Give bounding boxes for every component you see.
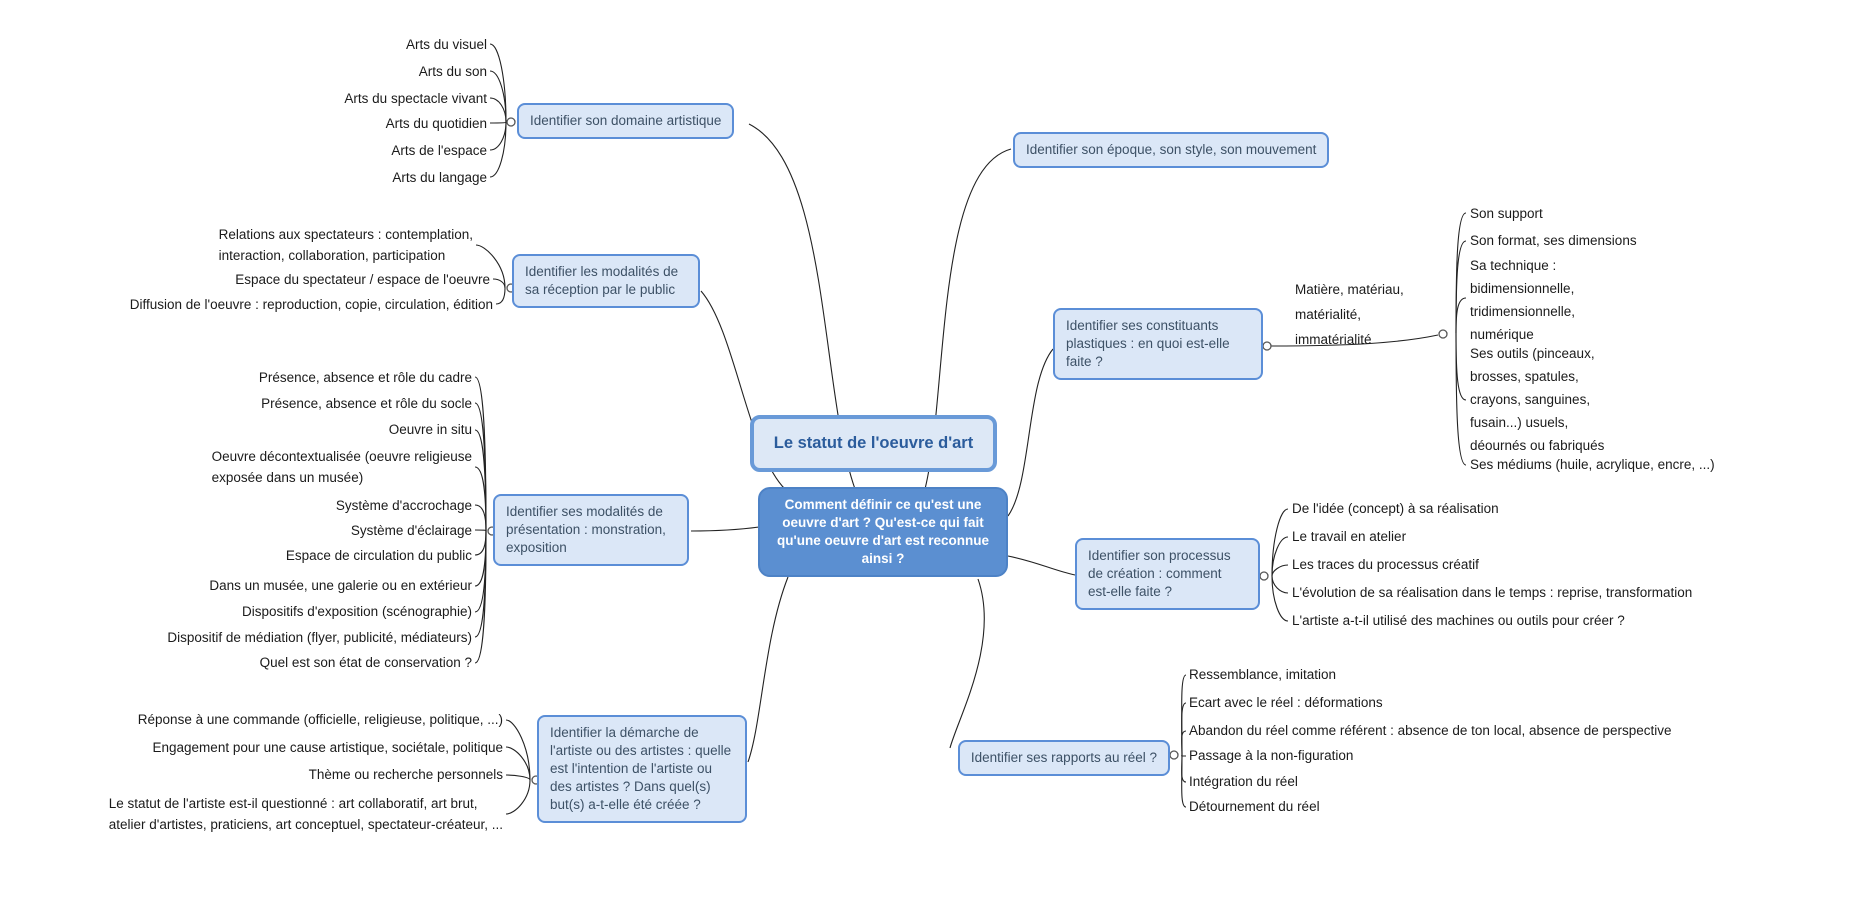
branch-node-domaine[interactable]: Identifier son domaine artistique [517, 103, 735, 139]
root-node-title[interactable]: Le statut de l'oeuvre d'art [750, 415, 997, 472]
leaf-node[interactable]: Détournement du réel [1189, 799, 1320, 814]
leaf-node[interactable]: Système d'accrochage [335, 498, 472, 513]
leaf-node[interactable]: Abandon du réel comme référent : absence… [1189, 723, 1672, 738]
edge-leaf [505, 746, 531, 781]
leaf-node[interactable]: Engagement pour une cause artistique, so… [152, 740, 503, 755]
leaf-node[interactable]: Ses outils (pinceaux, brosses, spatules,… [1470, 346, 1605, 453]
edge-leaf [1181, 730, 1187, 756]
edge-leaf [1271, 564, 1289, 577]
leaf-node[interactable]: L'artiste a-t-il utilisé des machines ou… [1292, 613, 1625, 628]
leaf-node[interactable]: Relations aux spectateurs : contemplatio… [218, 227, 473, 263]
edge-leaf [492, 278, 506, 289]
leaf-node[interactable]: Dans un musée, une galerie ou en extérie… [209, 578, 472, 593]
leaf-node[interactable]: Ecart avec le réel : déformations [1189, 695, 1383, 710]
leaf-node[interactable]: Arts du quotidien [385, 116, 487, 131]
edge-central-reel [949, 578, 985, 749]
edge-leaf [489, 121, 507, 124]
branch-node-reel[interactable]: Identifier ses rapports au réel ? [957, 740, 1170, 776]
branch-node-constituants[interactable]: Identifier ses constituants plastiques :… [1053, 308, 1263, 380]
edge-central-constituants [1007, 348, 1054, 517]
central-question-node[interactable]: Comment définir ce qu'est une oeuvre d'a… [758, 487, 1008, 577]
leaf-node[interactable]: Le statut de l'artiste est-il questionné… [108, 796, 503, 832]
edge-leaf [474, 530, 487, 556]
leaf-node[interactable]: Réponse à une commande (officielle, reli… [137, 712, 503, 727]
leaf-node[interactable]: Son support [1470, 206, 1543, 221]
edge-central-processus [1007, 555, 1076, 576]
leaf-node[interactable]: Oeuvre décontextualisée (oeuvre religieu… [211, 449, 472, 485]
leaf-node[interactable]: L'évolution de sa réalisation dans le te… [1292, 585, 1693, 600]
edge-leaf [489, 121, 507, 178]
leaf-node[interactable]: Le travail en atelier [1292, 529, 1407, 544]
edge-central-presentation [690, 526, 760, 532]
edge-leaf [495, 287, 506, 305]
leaf-node[interactable]: Dispositifs d'exposition (scénographie) [242, 604, 472, 619]
collapse-toggle[interactable] [1438, 329, 1448, 339]
leaf-node[interactable]: Thème ou recherche personnels [308, 767, 503, 782]
leaf-node[interactable]: Arts du langage [392, 170, 487, 185]
edge-leaf [489, 97, 507, 123]
leaf-node[interactable]: Dispositif de médiation (flyer, publicit… [167, 630, 472, 645]
leaf-node[interactable]: Les traces du processus créatif [1292, 557, 1479, 572]
leaf-node[interactable]: Espace de circulation du public [285, 548, 472, 563]
edge-leaf [1181, 754, 1187, 808]
edge-intermediate [1270, 334, 1439, 347]
leaf-node[interactable]: Oeuvre in situ [388, 422, 472, 437]
leaf-node[interactable]: Arts du spectacle vivant [344, 91, 487, 106]
edge-leaf [489, 121, 507, 151]
edge-leaf [475, 244, 506, 289]
branch-node-presentation[interactable]: Identifier ses modalités de présentation… [493, 494, 689, 566]
edge-leaf [474, 530, 487, 664]
edge-leaf [505, 774, 531, 781]
edge-leaf [505, 779, 531, 815]
leaf-node[interactable]: Présence, absence et rôle du cadre [258, 370, 472, 385]
edge-leaf [505, 719, 531, 781]
leaf-node[interactable]: Arts du visuel [405, 37, 487, 52]
edge-leaf [1271, 575, 1289, 594]
edge-leaf [1271, 575, 1289, 622]
edge-leaf [1455, 332, 1467, 466]
edge-leaf [474, 529, 487, 532]
leaf-node[interactable]: Sa technique : bidimensionnelle, tridime… [1470, 258, 1576, 342]
edge-central-demarche [747, 576, 789, 763]
leaf-node[interactable]: De l'idée (concept) à sa réalisation [1292, 501, 1499, 516]
branch-node-processus[interactable]: Identifier son processus de création : c… [1075, 538, 1260, 610]
leaf-node[interactable]: Ressemblance, imitation [1189, 667, 1337, 682]
leaf-node[interactable]: Arts du son [418, 64, 487, 79]
collapse-toggle[interactable] [1262, 341, 1272, 351]
leaf-node[interactable]: Diffusion de l'oeuvre : reproduction, co… [129, 297, 493, 312]
edge-leaf [1455, 332, 1467, 401]
edge-leaf [1455, 297, 1467, 334]
collapse-toggle[interactable] [506, 117, 516, 127]
intermediate-node-matiere[interactable]: Matière, matériau, matérialité, immatéri… [1295, 282, 1404, 347]
collapse-toggle[interactable] [1169, 750, 1179, 760]
branch-node-reception[interactable]: Identifier les modalités de sa réception… [512, 254, 700, 308]
leaf-node[interactable]: Son format, ses dimensions [1470, 233, 1637, 248]
branch-node-demarche[interactable]: Identifier la démarche de l'artiste ou d… [537, 715, 747, 823]
edge-leaf [474, 466, 487, 532]
collapse-toggle[interactable] [1259, 571, 1269, 581]
leaf-node[interactable]: Espace du spectateur / espace de l'oeuvr… [235, 272, 490, 287]
leaf-node[interactable]: Passage à la non-figuration [1189, 748, 1354, 763]
leaf-node[interactable]: Intégration du réel [1189, 774, 1298, 789]
leaf-node[interactable]: Présence, absence et rôle du socle [261, 396, 472, 411]
leaf-node[interactable]: Système d'éclairage [350, 523, 472, 538]
leaf-node[interactable]: Arts de l'espace [391, 143, 487, 158]
leaf-node[interactable]: Quel est son état de conservation ? [259, 655, 472, 670]
branch-node-epoque[interactable]: Identifier son époque, son style, son mo… [1013, 132, 1330, 168]
leaf-node[interactable]: Ses médiums (huile, acrylique, encre, ..… [1470, 457, 1715, 472]
edge-leaf [474, 504, 487, 532]
edge-leaf [1271, 536, 1289, 577]
